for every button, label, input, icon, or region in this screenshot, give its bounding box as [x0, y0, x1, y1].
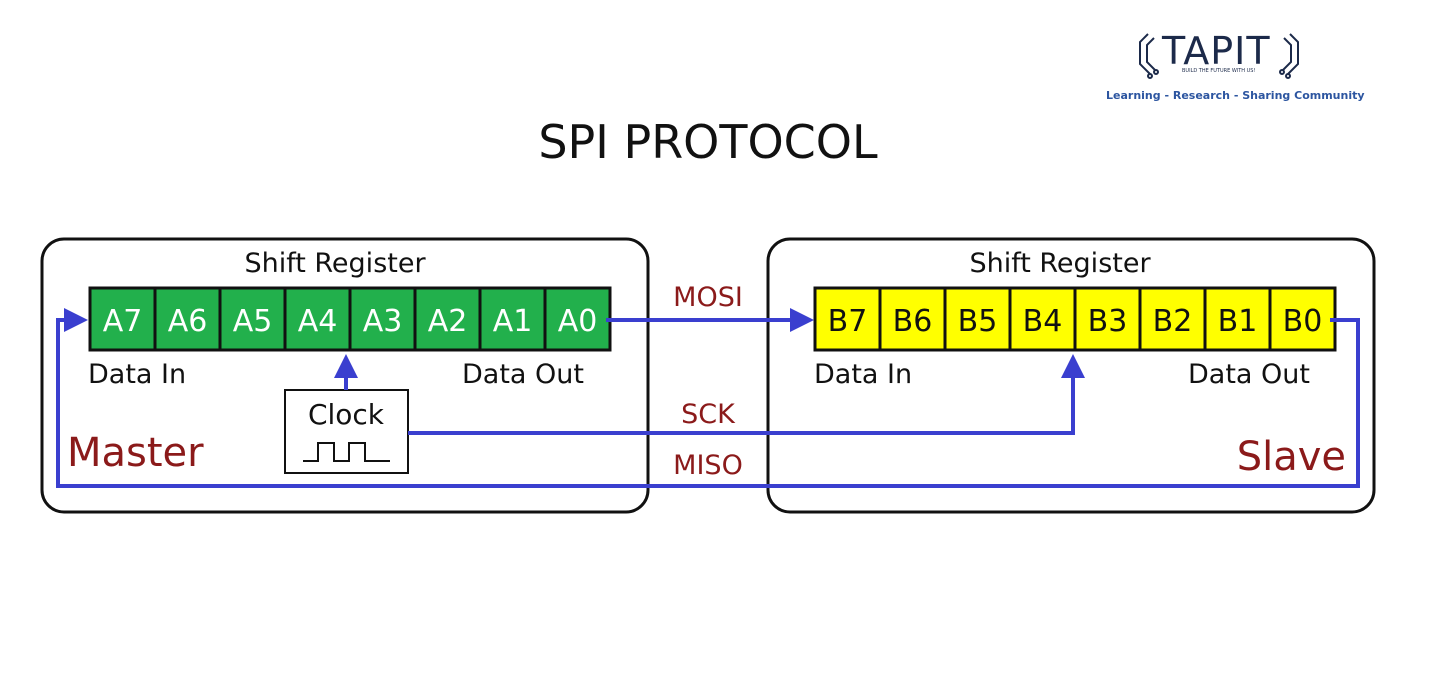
slave-cell-label-b7: B7 — [828, 304, 868, 339]
master-cell-label-a7: A7 — [103, 304, 143, 339]
slave-data-out-label: Data Out — [1188, 359, 1310, 390]
master-cell-label-a4: A4 — [298, 304, 338, 339]
master-cell-a5 — [218, 286, 287, 352]
master-cell-label-a6: A6 — [168, 304, 208, 339]
slave-register: B7 B6 B5 B4 B3 B2 B1 B0 — [813, 286, 1337, 352]
slave-cell-b1 — [1203, 286, 1272, 352]
circuit-left-icon — [1139, 33, 1159, 79]
logo-tagline: Learning - Research - Sharing Community — [1106, 89, 1365, 102]
page-title: SPI PROTOCOL — [538, 115, 878, 169]
slave-cell-b6 — [878, 286, 947, 352]
sck-wire — [408, 354, 1085, 435]
master-cell-a4 — [283, 286, 352, 352]
master-cell-a7 — [88, 286, 157, 352]
slave-data-in-label: Data In — [814, 359, 912, 390]
slave-cell-b3 — [1073, 286, 1142, 352]
slave-cell-label-b6: B6 — [893, 304, 933, 339]
slave-cell-label-b3: B3 — [1088, 304, 1128, 339]
master-cell-a2 — [413, 286, 482, 352]
slave-cell-label-b4: B4 — [1023, 304, 1063, 339]
master-cell-label-a3: A3 — [363, 304, 403, 339]
slave-register-title: Shift Register — [969, 248, 1151, 279]
master-cell-a3 — [348, 286, 417, 352]
slave-cell-b4 — [1008, 286, 1077, 352]
master-label: Master — [67, 430, 204, 476]
master-data-in-label: Data In — [88, 359, 186, 390]
logo-small-tagline: BUILD THE FUTURE WITH US! — [1182, 68, 1255, 74]
slave-cell-label-b5: B5 — [958, 304, 998, 339]
miso-wire — [56, 308, 1360, 488]
slave-cell-label-b0: B0 — [1283, 304, 1323, 339]
master-cell-label-a5: A5 — [233, 304, 273, 339]
master-register-title: Shift Register — [244, 248, 426, 279]
circuit-right-icon — [1279, 33, 1299, 79]
sck-label: SCK — [681, 399, 736, 430]
clock-box — [284, 389, 409, 474]
master-cell-a0 — [543, 286, 612, 352]
master-cell-label-a1: A1 — [493, 304, 533, 339]
master-data-out-label: Data Out — [462, 359, 584, 390]
master-cell-a6 — [153, 286, 222, 352]
miso-label: MISO — [673, 450, 743, 481]
clock-label: Clock — [308, 398, 385, 431]
logo-name: TAPIT — [1161, 29, 1271, 73]
master-cell-label-a2: A2 — [428, 304, 468, 339]
tapit-logo: TAPIT BUILD THE FUTURE WITH US! Learning… — [1106, 29, 1365, 102]
slave-cell-label-b2: B2 — [1153, 304, 1193, 339]
slave-cell-b0 — [1268, 286, 1337, 352]
mosi-label: MOSI — [673, 282, 743, 313]
master-register: A7 A6 A5 A4 A3 A2 A1 A0 — [88, 286, 612, 352]
slave-cell-label-b1: B1 — [1218, 304, 1258, 339]
slave-label: Slave — [1237, 434, 1346, 480]
clock-waveform-icon — [303, 442, 390, 462]
master-cell-label-a0: A0 — [558, 304, 598, 339]
